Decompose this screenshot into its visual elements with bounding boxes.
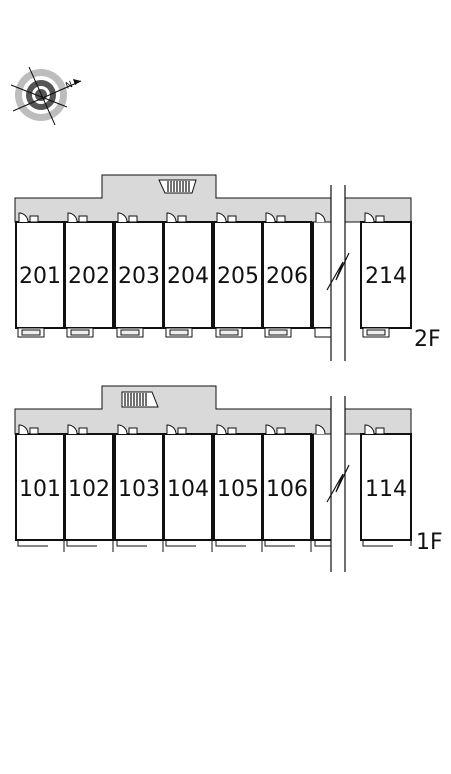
unit-label: 202 xyxy=(68,264,110,289)
unit-114 xyxy=(360,433,412,541)
door-icon xyxy=(315,424,326,435)
unit-214 xyxy=(360,221,412,329)
door-icon xyxy=(265,212,276,223)
unit-206 xyxy=(262,221,312,329)
unit-label: 201 xyxy=(19,264,61,289)
unit-label: 106 xyxy=(266,477,308,502)
door-icon xyxy=(117,424,128,435)
unit-label: 103 xyxy=(118,477,160,502)
unit-103 xyxy=(114,433,164,541)
door-icon xyxy=(67,212,78,223)
unit-label: 214 xyxy=(365,264,407,289)
floor-label-1f: 1F xyxy=(416,530,443,555)
corridor-1f xyxy=(14,385,412,435)
door-icon xyxy=(18,212,29,223)
door-icon xyxy=(166,212,177,223)
floor-label-2f: 2F xyxy=(414,327,441,352)
unit-106 xyxy=(262,433,312,541)
door-icon xyxy=(265,424,276,435)
unit-label: 105 xyxy=(217,477,259,502)
unit-101 xyxy=(15,433,65,541)
door-icon xyxy=(216,424,227,435)
compass-north-label: N xyxy=(64,80,74,92)
door-icon xyxy=(166,424,177,435)
floor-2f: 201 202 203 204 205 206 214 2F xyxy=(14,174,441,361)
unit-201 xyxy=(15,221,65,329)
unit-label: 205 xyxy=(217,264,259,289)
unit-105 xyxy=(213,433,263,541)
compass-north-icon: N xyxy=(10,66,82,126)
corridor-2f xyxy=(14,174,412,223)
door-icon xyxy=(315,212,326,223)
stairs-icon xyxy=(158,179,197,194)
door-icon xyxy=(364,212,375,223)
unit-label: 204 xyxy=(167,264,209,289)
door-icon xyxy=(67,424,78,435)
door-icon xyxy=(364,424,375,435)
unit-label: 206 xyxy=(266,264,308,289)
floor-1f: 101 102 103 104 105 106 114 1F xyxy=(14,385,443,572)
stairs-icon xyxy=(121,391,159,408)
unit-label: 203 xyxy=(118,264,160,289)
door-icon xyxy=(117,212,128,223)
unit-label: 101 xyxy=(19,477,61,502)
unit-label: 104 xyxy=(167,477,209,502)
door-icon xyxy=(216,212,227,223)
unit-104 xyxy=(163,433,213,541)
door-icon xyxy=(18,424,29,435)
unit-label: 102 xyxy=(68,477,110,502)
unit-label: 114 xyxy=(365,477,407,502)
unit-202 xyxy=(64,221,114,329)
break-line xyxy=(326,464,350,503)
break-line xyxy=(326,252,350,291)
unit-102 xyxy=(64,433,114,541)
